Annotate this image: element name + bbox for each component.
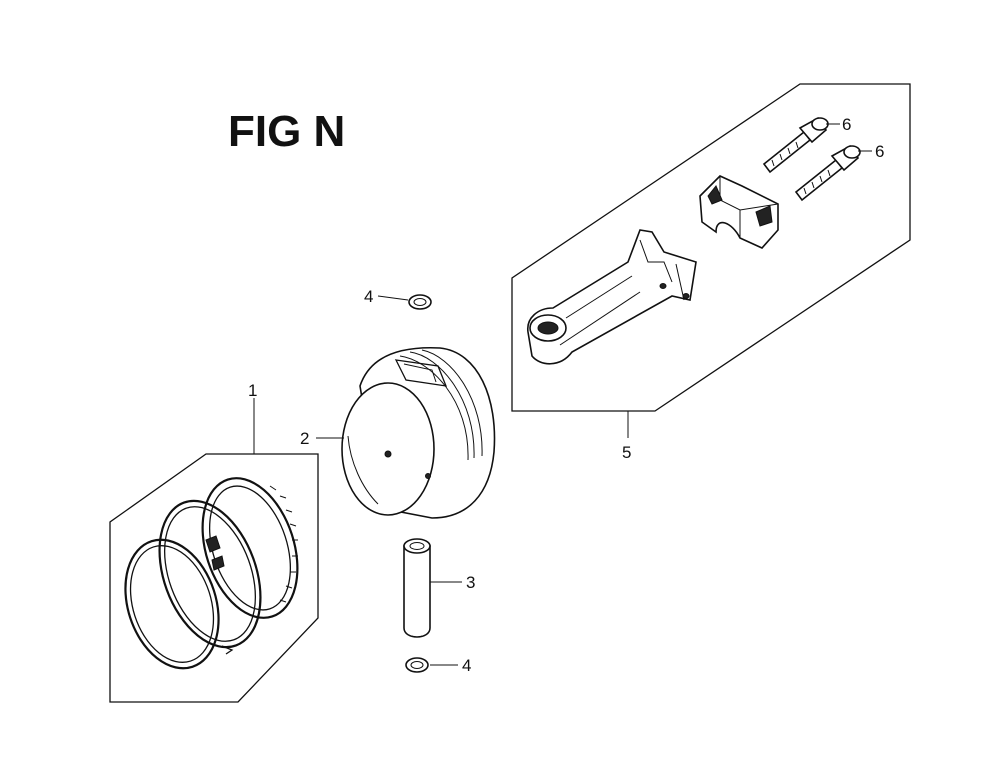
callout-piston-ring-set: 1 <box>248 381 257 400</box>
callout-clip-upper: 4 <box>364 287 373 306</box>
callout-rod-bolt-lower: 6 <box>875 142 884 161</box>
circlip-icon <box>405 657 429 673</box>
circlip-icon <box>408 294 432 310</box>
callout-piston-pin: 3 <box>466 573 475 592</box>
bolt-icon <box>794 144 861 202</box>
figure-title: FIG N <box>228 107 345 156</box>
rod-cap-icon <box>699 175 779 249</box>
connecting-rod-bracket <box>511 83 911 412</box>
leader-line-clip-upper <box>377 295 409 301</box>
connecting-rod-icon <box>527 229 697 365</box>
piston-ring-set-group: 1 <box>109 381 319 703</box>
piston-rings-icon <box>124 477 299 670</box>
callout-piston: 2 <box>300 429 309 448</box>
callout-rod-bolt-upper: 6 <box>842 115 851 134</box>
bolt-icon <box>762 116 829 174</box>
piston-icon <box>341 346 496 519</box>
connecting-rod-assembly-group: 6 6 5 <box>511 83 911 462</box>
callout-connecting-rod-assembly: 5 <box>622 443 631 462</box>
piston-pin-icon <box>403 538 431 638</box>
callout-clip-lower: 4 <box>462 656 471 675</box>
piston-ring-bracket <box>109 453 319 703</box>
